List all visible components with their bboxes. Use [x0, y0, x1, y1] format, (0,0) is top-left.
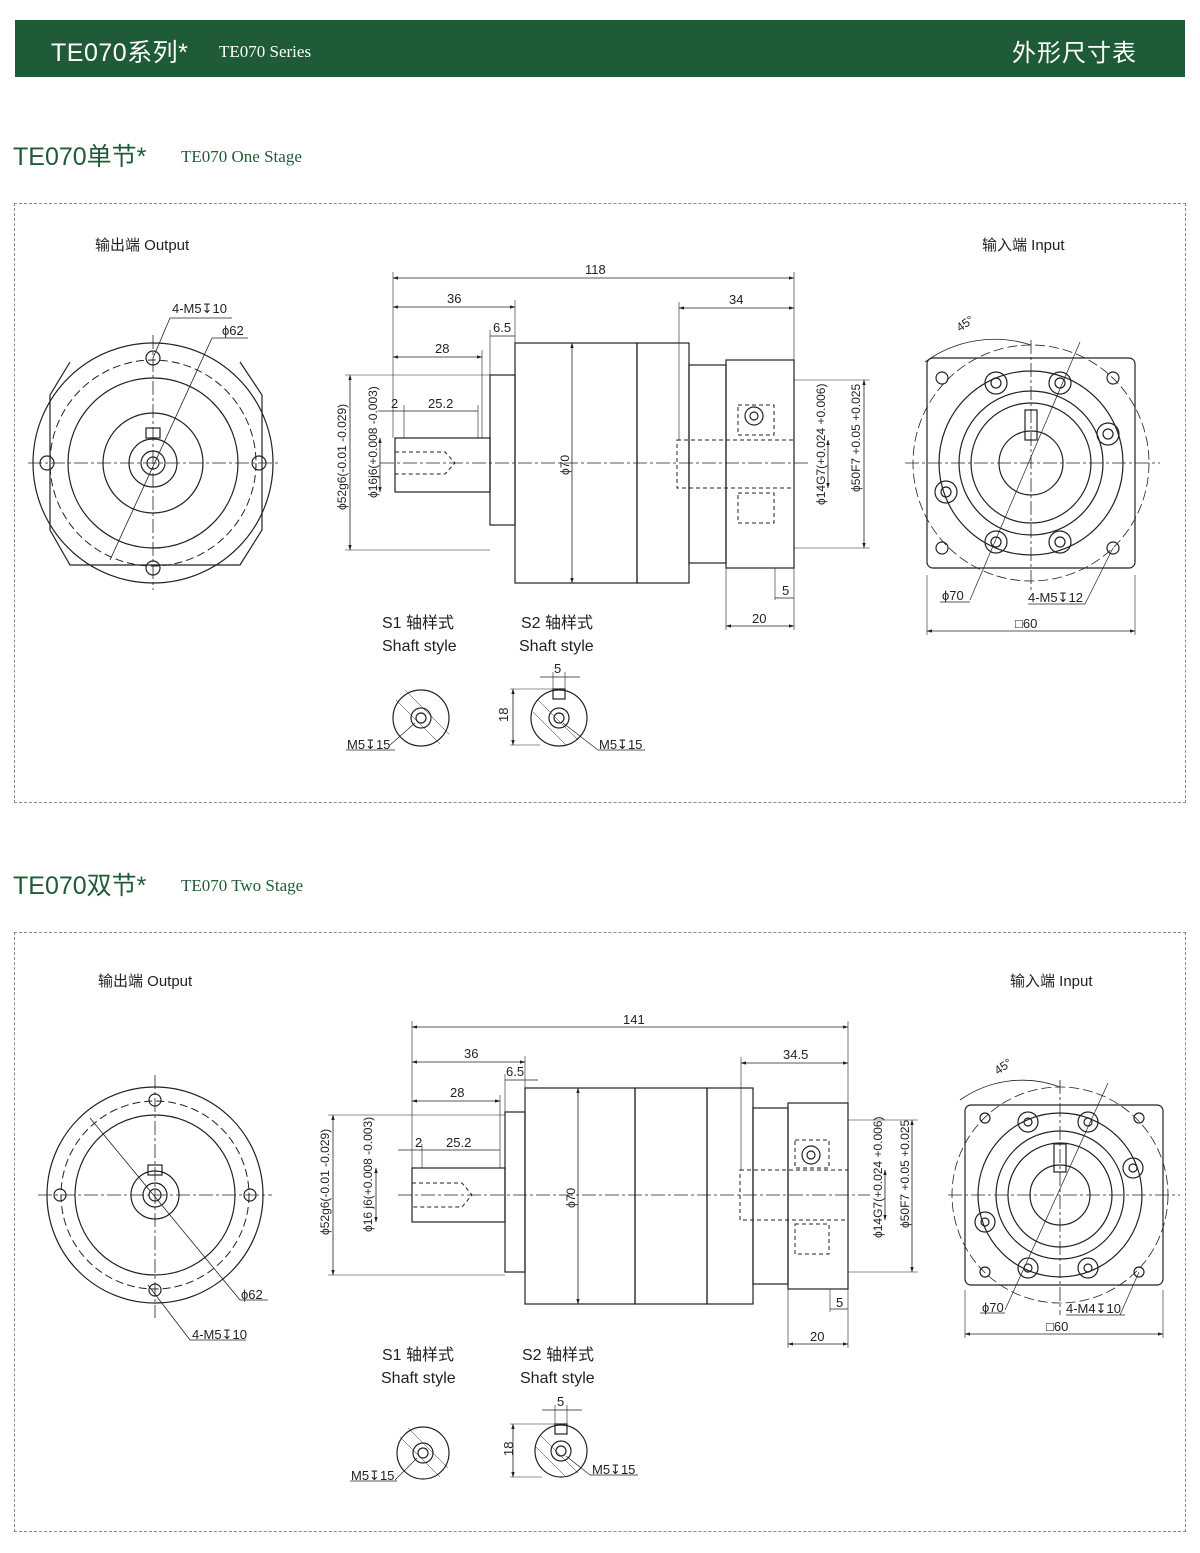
two-output-label: 输出端 Output	[98, 973, 193, 990]
two-dim-34-5: 34.5	[783, 1047, 808, 1062]
one-input-angle: 45°	[954, 312, 977, 334]
two-stage-title-en: TE070 Two Stage	[181, 876, 304, 895]
two-dim-6-5: 6.5	[506, 1064, 524, 1079]
one-dim-28: 28	[435, 341, 449, 356]
one-dim-6-5: 6.5	[493, 320, 511, 335]
two-dim-20: 20	[810, 1329, 824, 1344]
two-output-pcd: ϕ62	[241, 1287, 263, 1302]
two-s2-label-en: Shaft style	[520, 1370, 595, 1387]
one-dim-overall: 118	[585, 262, 606, 277]
two-dim-36: 36	[464, 1046, 478, 1061]
two-dim-16: ϕ16 j6(+0.008 -0.003)	[361, 1117, 375, 1232]
two-s2-thread: M5↧15	[592, 1462, 635, 1477]
two-input-label: 输入端 Input	[1010, 973, 1093, 990]
two-shaft-styles: S1 轴样式 Shaft style S2 轴样式 Shaft style M5…	[350, 1346, 638, 1483]
one-stage-title-cn: TE070单节*	[13, 143, 147, 171]
one-input-pcd: ϕ70	[942, 588, 964, 603]
two-stage-panel	[14, 932, 1186, 1532]
two-dim-52: ϕ52g6(-0.01 -0.029)	[318, 1129, 332, 1235]
one-input-square: □60	[1015, 616, 1037, 631]
two-input-angle: 45°	[992, 1055, 1015, 1077]
two-s2-label: S2 轴样式	[522, 1346, 594, 1364]
one-input-label: 输入端 Input	[982, 237, 1065, 254]
one-s1-thread: M5↧15	[347, 737, 390, 752]
one-dim-25-2: 25.2	[428, 396, 453, 411]
two-dim-5: 5	[836, 1295, 843, 1310]
one-shaft-styles: S1 轴样式 Shaft style S2 轴样式 Shaft style M5…	[346, 614, 645, 752]
two-dim-28: 28	[450, 1085, 464, 1100]
two-s2-height: 18	[501, 1442, 516, 1456]
one-output-view: 4-M5↧10 ϕ62	[28, 301, 280, 590]
one-dim-2: 2	[391, 396, 398, 411]
series-title-en: TE070 Series	[219, 42, 312, 61]
one-dim-20: 20	[752, 611, 766, 626]
two-output-view: ϕ62 4-M5↧10	[38, 1075, 272, 1342]
one-dim-14: ϕ14G7(+0.024 +0.006)	[814, 384, 828, 505]
one-s2-label-en: Shaft style	[519, 638, 594, 655]
one-output-label: 输出端 Output	[95, 237, 190, 254]
two-input-square: □60	[1046, 1319, 1068, 1334]
two-dim-50: ϕ50F7 +0.05 +0.025	[898, 1120, 912, 1228]
two-s1-label: S1 轴样式	[382, 1346, 454, 1364]
two-dim-70: ϕ70	[564, 1188, 578, 1208]
one-side-view: 118 36 6.5 28 2 25.2 34 5 20	[335, 262, 870, 630]
one-s2-height: 18	[496, 708, 511, 722]
one-dim-36: 36	[447, 291, 461, 306]
header-banner: TE070系列* TE070 Series 外形尺寸表	[15, 20, 1185, 77]
two-input-view: 45° ϕ70 4-M4↧10 □60	[948, 1055, 1180, 1338]
one-dim-52: ϕ52g6(-0.01 -0.029)	[335, 404, 349, 510]
two-output-holes: 4-M5↧10	[192, 1327, 247, 1342]
two-side-view: 141 36 6.5 28 2 25.2 34.5 5 20	[318, 1012, 918, 1348]
one-s2-thread: M5↧15	[599, 737, 642, 752]
series-title-cn: TE070系列*	[51, 39, 189, 67]
one-s2-key: 5	[554, 661, 561, 676]
two-s1-label-en: Shaft style	[381, 1370, 456, 1387]
one-dim-50: ϕ50F7 +0.05 +0.025	[849, 384, 863, 492]
two-s2-key: 5	[557, 1394, 564, 1409]
one-s2-label: S2 轴样式	[521, 614, 593, 632]
two-stage-drawing: 输出端 Output 输入端 Input ϕ62 4-M5↧10	[38, 973, 1180, 1483]
two-dim-overall: 141	[623, 1012, 645, 1027]
two-stage-title-cn: TE070双节*	[13, 872, 147, 900]
one-dim-5: 5	[782, 583, 789, 598]
one-dim-34: 34	[729, 292, 743, 307]
one-output-pcd: ϕ62	[222, 323, 244, 338]
one-output-holes: 4-M5↧10	[172, 301, 227, 316]
one-stage-title-en: TE070 One Stage	[181, 147, 302, 166]
two-dim-14: ϕ14G7(+0.024 +0.006)	[871, 1117, 885, 1238]
one-input-holes: 4-M5↧12	[1028, 590, 1083, 605]
two-dim-2: 2	[415, 1135, 422, 1150]
one-dim-16: ϕ16j6(+0.008 -0.003)	[366, 386, 380, 498]
one-stage-panel	[14, 203, 1186, 803]
one-input-view: 45° ϕ70 4-M5↧12 □60	[905, 312, 1160, 635]
one-s1-label-en: Shaft style	[382, 638, 457, 655]
one-s1-label: S1 轴样式	[382, 614, 454, 632]
one-dim-70: ϕ70	[558, 455, 572, 475]
two-s1-thread: M5↧15	[351, 1468, 394, 1483]
one-stage-drawing: 输出端 Output 输入端 Input 4-M5↧10 ϕ62	[28, 237, 1160, 752]
two-input-holes: 4-M4↧10	[1066, 1301, 1121, 1316]
table-title: 外形尺寸表	[1012, 40, 1137, 67]
two-dim-25-2: 25.2	[446, 1135, 471, 1150]
two-input-pcd: ϕ70	[982, 1300, 1004, 1315]
